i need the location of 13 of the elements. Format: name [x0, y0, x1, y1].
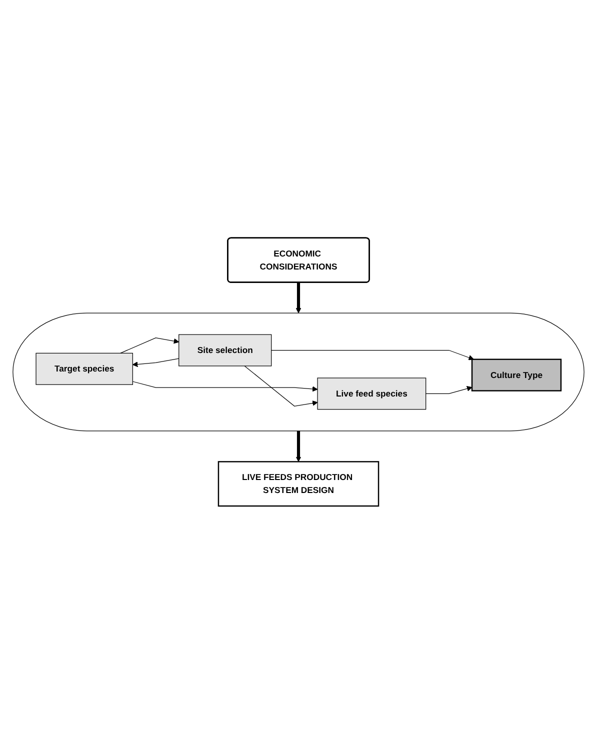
node-box: Culture Type	[471, 358, 562, 391]
node-box: Live feed species	[317, 377, 426, 410]
arrow	[296, 430, 302, 462]
arrow	[132, 358, 180, 367]
arrow	[132, 380, 318, 392]
node-box: Target species	[36, 352, 133, 384]
arrow	[244, 365, 318, 406]
arrow	[426, 386, 472, 394]
node-box: LIVE FEEDS PRODUCTION SYSTEM DESIGN	[218, 460, 380, 506]
arrow	[296, 282, 302, 313]
node-box: Site selection	[178, 334, 272, 366]
arrow	[120, 337, 180, 354]
arrow	[271, 350, 474, 360]
